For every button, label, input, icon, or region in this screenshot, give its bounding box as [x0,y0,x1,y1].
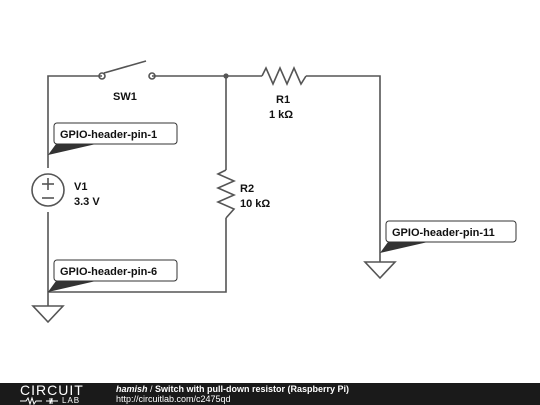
footer-author[interactable]: hamish [116,384,148,394]
r1-value-label: 1 kΩ [269,109,293,121]
circuitlab-logo-lab: LAB [62,396,81,405]
net-label-pin-1-box [53,122,178,145]
circuitlab-logo-wordmark: CIRCUIT [20,382,84,398]
net-label-pin-6-box [53,259,178,282]
ground-left-icon [31,305,65,324]
switch-ref-label: SW1 [113,91,137,103]
circuitlab-logo-trace-icon [20,396,58,405]
resistor-r2: R2 10 kΩ [216,169,270,219]
switch-contact-right [148,72,156,80]
r2-ref-label: R2 [240,183,254,195]
net-label-pin-1-text: GPIO-header-pin-1 [60,129,157,141]
voltage-source-v1: V1 3.3 V [31,173,100,208]
r1-zigzag [261,66,307,86]
wire-r2-to-bottom [48,218,227,293]
v1-circle [31,173,65,207]
switch-sw1: SW1 [98,60,156,103]
switch-contact-left [98,72,106,80]
net-label-pin-11-text: GPIO-header-pin-11 [392,227,495,239]
net-label-pin-1: GPIO-header-pin-1 [48,122,178,155]
wire-r1-to-right [306,75,381,262]
wire-left-top [47,75,102,168]
r2-value-label: 10 kΩ [240,198,270,210]
ground-left-triangle [31,305,65,324]
junction-dot [223,73,229,79]
net-label-pin-11-box [385,220,517,243]
net-label-pin-6-text: GPIO-header-pin-6 [60,266,157,278]
wires [47,73,381,306]
net-label-pin-1-flag [48,144,96,155]
r2-zigzag [216,169,236,219]
v1-ref-label: V1 [74,181,87,193]
net-label-pin-6-flag [48,281,96,292]
net-label-pin-11-flag [380,242,428,253]
circuit-schematic: SW1 R1 1 kΩ R2 10 kΩ V1 3.3 V [31,60,517,324]
v1-value-label: 3.3 V [74,196,100,208]
net-label-pin-11: GPIO-header-pin-11 [380,220,517,253]
ground-right-icon [363,261,397,280]
footer-bar: CIRCUIT LAB hamish / Switch with pull-do… [0,383,540,405]
resistor-r1: R1 1 kΩ [261,66,307,121]
footer-url-link[interactable]: http://circuitlab.com/c2475qd [116,394,231,404]
net-label-pin-6: GPIO-header-pin-6 [48,259,178,292]
footer-title-line: hamish / Switch with pull-down resistor … [116,384,349,394]
ground-right-triangle [363,261,397,280]
footer-separator: / [147,384,156,394]
r1-ref-label: R1 [276,94,290,106]
switch-lever [103,60,147,74]
footer-circuit-title[interactable]: Switch with pull-down resistor (Raspberr… [155,384,350,394]
